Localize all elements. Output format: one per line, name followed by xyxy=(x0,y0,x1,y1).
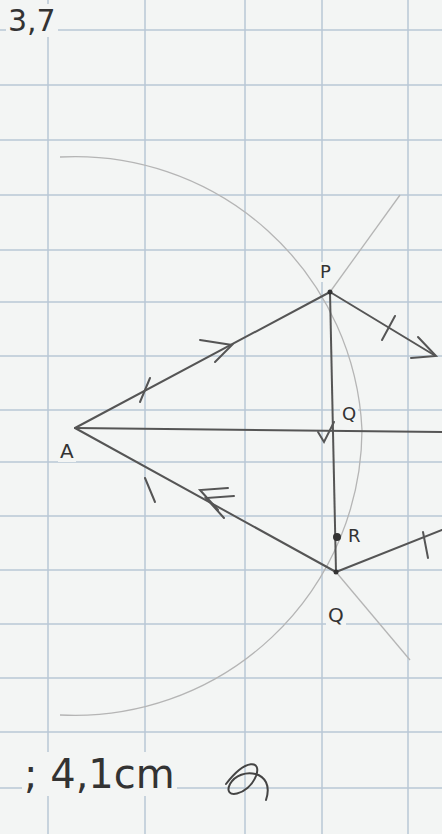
point-dot xyxy=(333,533,341,541)
triangle-lines xyxy=(75,292,442,800)
point-label: A xyxy=(58,440,76,462)
point-label: Q xyxy=(340,404,358,424)
construction-arcs xyxy=(60,157,410,716)
point-label: R xyxy=(346,526,363,546)
length-note: ; 4,1cm xyxy=(22,752,177,796)
point-label: P xyxy=(318,262,333,282)
point-dot xyxy=(334,570,339,575)
point-dot xyxy=(328,290,333,295)
point-label: Q xyxy=(326,604,346,626)
page-number: 3,7 xyxy=(6,4,58,37)
